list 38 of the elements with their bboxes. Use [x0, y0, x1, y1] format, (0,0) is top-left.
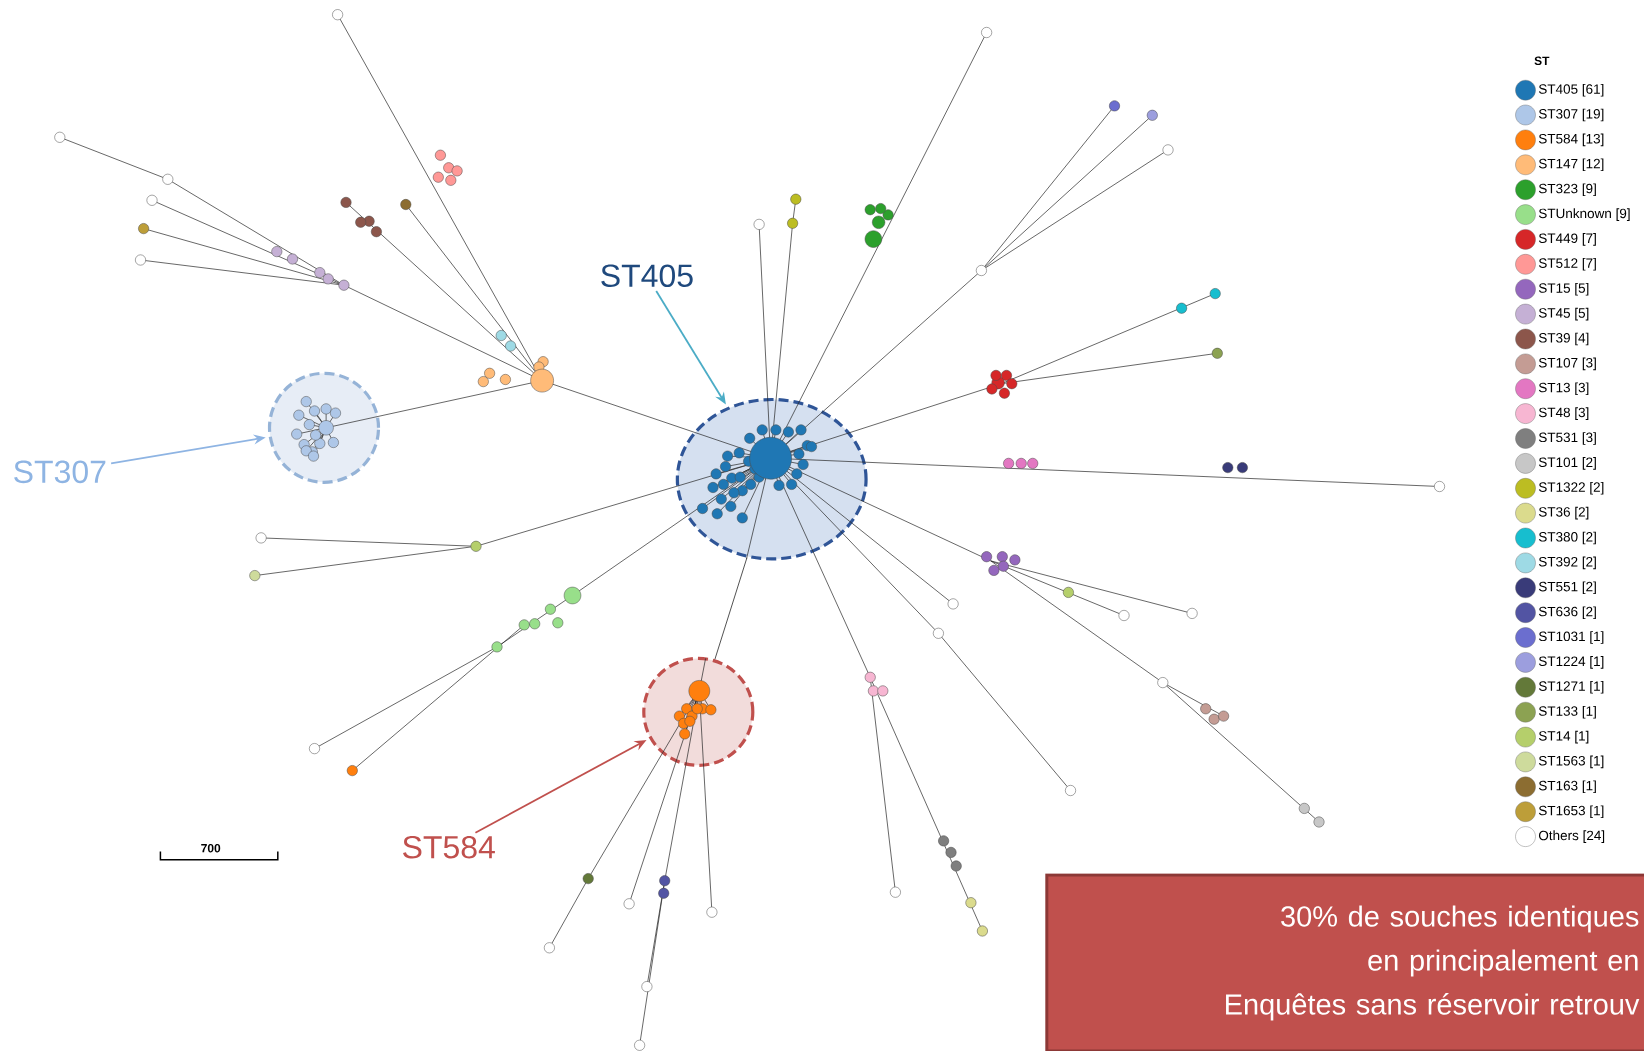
cluster-label: ST307	[14, 460, 106, 484]
legend-label: ST1224 [1]	[1538, 656, 1604, 669]
legend-label: STUnknown [9]	[1538, 208, 1630, 221]
legend-label: ST48 [3]	[1538, 407, 1589, 420]
legend-label: ST14 [1]	[1538, 730, 1589, 744]
legend-label: ST1563 [1]	[1538, 755, 1604, 769]
legend-label: ST1031 [1]	[1538, 631, 1604, 644]
legend-label: ST45 [5]	[1538, 307, 1589, 321]
legend-label: ST531 [3]	[1538, 432, 1596, 445]
legend-label: ST636 [2]	[1538, 606, 1596, 619]
legend-label: ST1322 [2]	[1538, 482, 1604, 495]
legend-label: ST584 [13]	[1538, 133, 1604, 147]
legend-label: ST101 [2]	[1538, 457, 1596, 470]
legend-label: Others [24]	[1538, 830, 1605, 843]
legend-label: ST36 [2]	[1538, 506, 1589, 520]
legend-label: ST392 [2]	[1538, 556, 1596, 570]
legend-label: ST323 [9]	[1538, 183, 1596, 196]
legend-label: ST512 [7]	[1538, 258, 1596, 271]
legend-label: ST1271 [1]	[1538, 681, 1604, 694]
legend-label: ST147 [12]	[1538, 158, 1604, 172]
cluster-label: ST584	[403, 835, 495, 859]
message-box: 30% de souches identiques en principalement en Enquêtes sans réservoir retrouv	[1045, 873, 1644, 1051]
scale-label: 700	[201, 843, 221, 853]
legend-label: ST405 [61]	[1538, 83, 1604, 97]
legend-title: ST	[1534, 56, 1550, 66]
legend-label: ST133 [1]	[1538, 705, 1596, 719]
legend-label: ST15 [5]	[1538, 282, 1589, 296]
legend-label: ST13 [3]	[1538, 382, 1589, 395]
legend-label: ST551 [2]	[1538, 581, 1596, 595]
legend-label: ST163 [1]	[1538, 780, 1596, 794]
legend-label: ST380 [2]	[1538, 531, 1596, 545]
legend-label: ST449 [7]	[1538, 233, 1596, 246]
legend-label: ST39 [4]	[1538, 332, 1589, 346]
cluster-label: ST405	[601, 264, 693, 288]
connector-line	[714, 557, 748, 660]
legend-label: ST307 [19]	[1538, 108, 1604, 122]
legend-label: ST1653 [1]	[1538, 805, 1604, 818]
legend-label: ST107 [3]	[1538, 357, 1596, 371]
